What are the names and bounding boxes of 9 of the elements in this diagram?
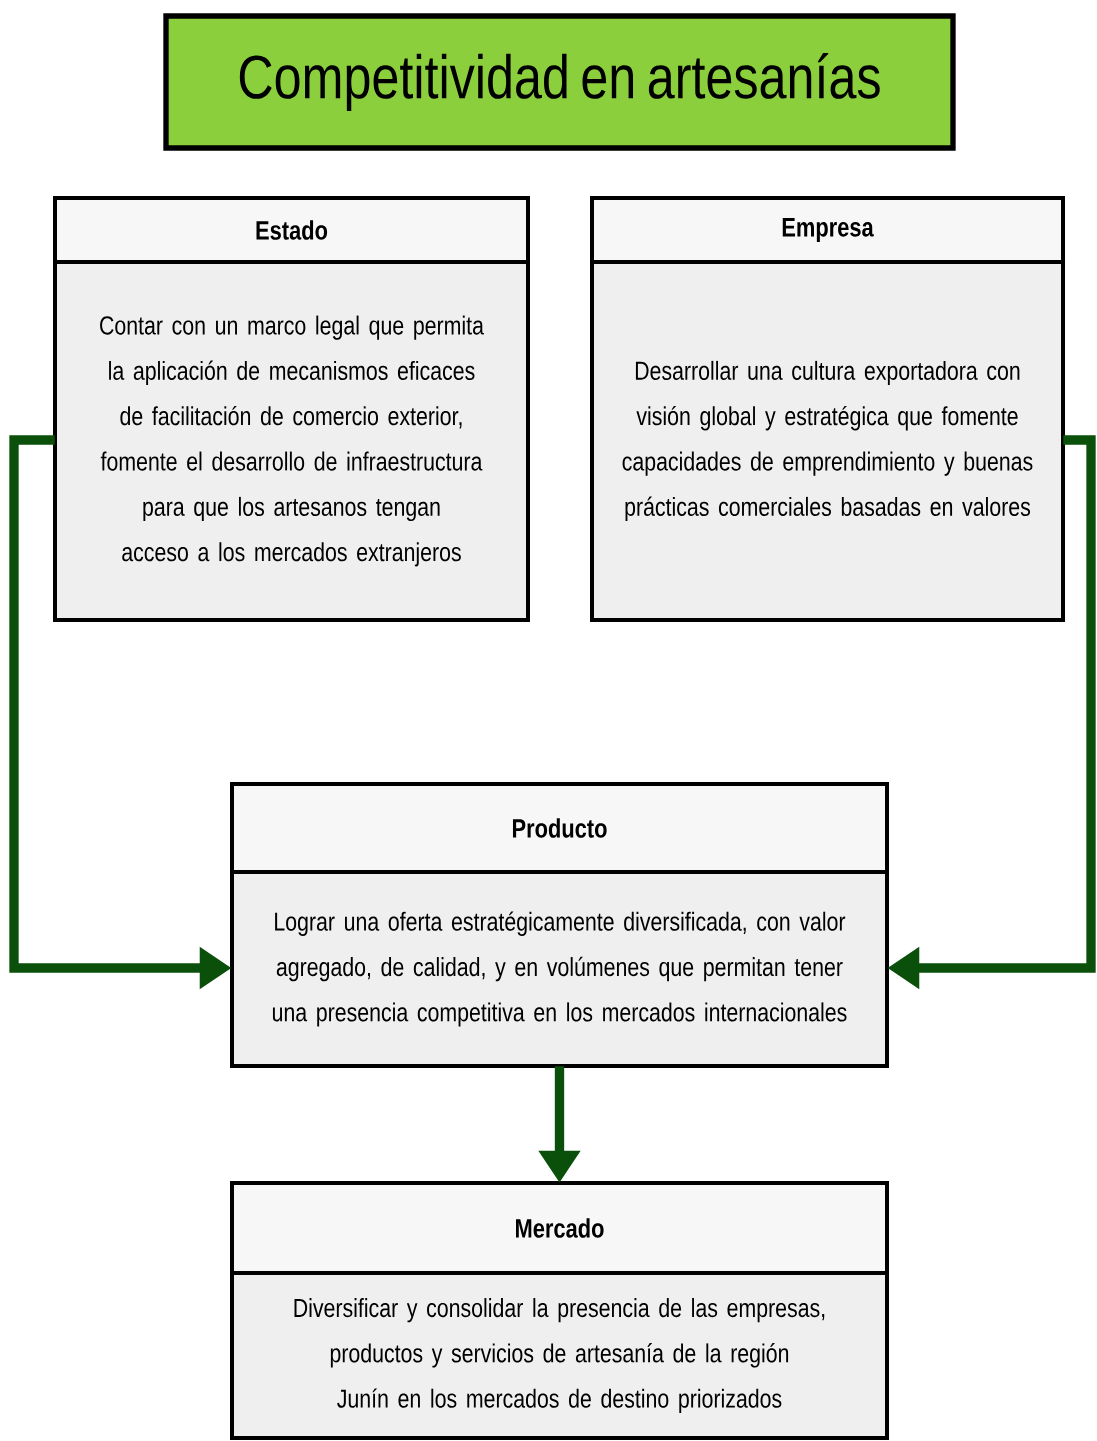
- process-box: Mercado Diversificar y consolidar la presencia de las empresas, productos y servicios de artesanía de la región Junín en los mercados de destino priorizados: [230, 1181, 889, 1440]
- title-box: Competitividad en artesanías: [163, 13, 956, 151]
- node-label: Producto: [512, 818, 607, 838]
- process-box: Producto Lograr una oferta estratégicamente diversificada, con valor agregado, de calidad, y en volúmenes que permitan tener una presencia competitiva en los mercados internacionales: [230, 782, 889, 1068]
- process-box: Estado Contar con un marco legal que permita la aplicación de mecanismos eficaces de facilitación de comercio exterior, fomente el desarrollo de infraestructura para que los artesanos tengan acceso a los mercados extranjeros: [53, 196, 530, 622]
- node-label: Empresa: [782, 218, 874, 242]
- node-label: Mercado: [516, 1218, 604, 1238]
- node-label: Estado: [256, 220, 328, 240]
- process-box: Empresa Desarrollar una cultura exportadora con visión global y estratégica que fomente capacidades de emprendimiento y buenas prácticas comerciales basadas en valores: [590, 196, 1065, 622]
